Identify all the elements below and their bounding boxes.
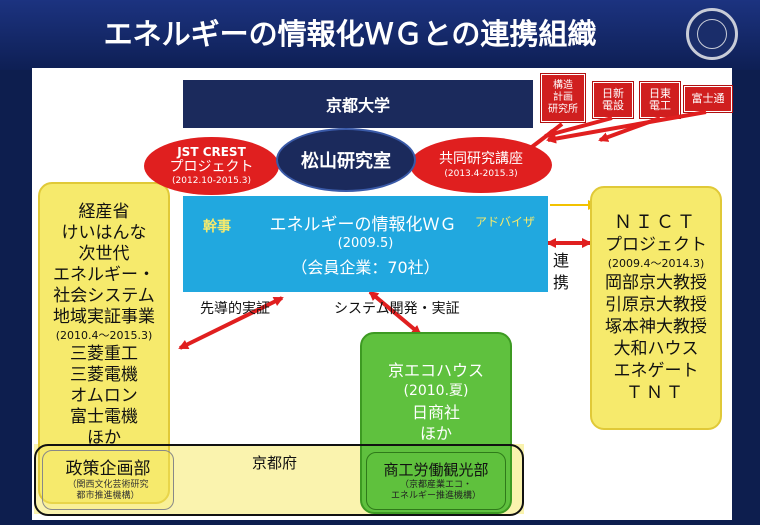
nict-member: 塚本神大教授 [605, 317, 707, 337]
partner-box-kozo: 構造 計画 研究所 [541, 74, 585, 122]
meti-period: (2010.4～2015.3) [55, 329, 153, 342]
kyoeco-line: 京エコハウス [387, 361, 484, 380]
wg-secretary-label: 幹事 [203, 219, 231, 235]
nict-line: ＮＩＣＴ [614, 212, 698, 233]
meti-line: 地域実証事業 [53, 307, 155, 327]
commerce-dept-box: 商工労働観光部 （京都産業エコ・ エネルギー推進機構） [366, 452, 506, 510]
meti-line: 次世代 [78, 244, 130, 264]
prefecture-label: 京都府 [252, 454, 298, 472]
policy-sub: （関西文化芸術研究 都市推進機構） [67, 480, 149, 501]
wg-date: (2009.5) [337, 236, 394, 251]
meti-company: ほか [87, 428, 121, 448]
kyoto-university-label: 京都大学 [325, 96, 390, 115]
arrow-nissin-to-joint [543, 116, 613, 139]
energy-wg-box: 幹事 エネルギーの情報化ＷＧ アドバイザ (2009.5) （会員企業：70社） [183, 196, 548, 292]
wg-advisor-label: アドバイザ [475, 215, 536, 229]
partner-label: 富士通 [691, 92, 725, 105]
meti-line: 経産省 [78, 202, 130, 222]
nict-line: プロジェクト [605, 235, 707, 255]
nict-member: 引原京大教授 [605, 295, 707, 315]
meti-line: 社会システム [53, 286, 155, 306]
arrow-fujitsu-to-joint [546, 110, 707, 144]
meti-line: エネルギー・ [53, 265, 155, 285]
kyoto-prefecture-box [34, 444, 524, 516]
matsuyama-lab-ellipse: 松山研究室 [276, 128, 416, 192]
pilot-demo-label: 先導的実証 [200, 301, 270, 317]
wg-name: エネルギーの情報化ＷＧ [269, 215, 457, 235]
meti-company: 富士電機 [70, 407, 138, 427]
meti-company: オムロン [70, 386, 138, 406]
lab-label: 松山研究室 [301, 151, 391, 172]
jst-line2: プロジェクト [169, 159, 254, 175]
kyoto-university-box: 京都大学 [183, 80, 533, 128]
meti-line: けいはんな [61, 223, 147, 243]
partner-label: 日東 電工 [649, 87, 671, 112]
title-bar [0, 0, 760, 70]
page-title: エネルギーの情報化ＷＧとの連携組織 [103, 17, 597, 51]
arrow-wg-kyoeco [368, 290, 422, 336]
partner-label: 日新 電設 [602, 87, 624, 112]
kyoeco-line: 日商社 [411, 403, 460, 422]
nict-member: エネゲート [613, 361, 699, 381]
joint-period: (2013.4-2015.3) [444, 169, 518, 179]
partner-box-nissin: 日新 電設 [593, 82, 633, 118]
commerce-sub: （京都産業エコ・ エネルギー推進機構） [390, 480, 481, 501]
kyoeco-line: (2010.夏) [403, 383, 469, 399]
university-seal-icon [686, 8, 738, 60]
seal-inner-ring [697, 19, 727, 49]
arrow-wg-meti [178, 296, 284, 350]
policy-planning-box: 政策企画部 （関西文化芸術研究 都市推進機構） [42, 450, 174, 510]
nict-project-box: ＮＩＣＴ プロジェクト (2009.4～2014.3) 岡部京大教授 引原京大教… [590, 186, 722, 430]
cooperation-label: 連 携 [553, 251, 570, 292]
jst-crest-ellipse: JST CREST プロジェクト (2012.10-2015.3) [144, 137, 279, 195]
system-dev-label: システム開発・実証 [334, 301, 460, 317]
nict-member: ＴＮＴ [626, 383, 686, 403]
meti-company: 三菱電機 [70, 365, 138, 385]
commerce-name: 商工労働観光部 [383, 461, 489, 479]
jst-line1: JST CREST [177, 145, 246, 159]
wg-members: （会員企業：70社） [291, 258, 440, 277]
kyoeco-line: ほか [419, 424, 452, 443]
joint-research-ellipse: 共同研究講座 (2013.4-2015.3) [410, 137, 552, 193]
nict-member: 大和ハウス [613, 339, 699, 359]
policy-name: 政策企画部 [65, 459, 151, 479]
partner-box-fujitsu: 富士通 [684, 86, 732, 112]
partner-label: 構造 計画 研究所 [548, 80, 578, 115]
nict-period: (2009.4～2014.3) [607, 257, 705, 270]
jst-period: (2012.10-2015.3) [172, 176, 251, 186]
nict-member: 岡部京大教授 [605, 273, 707, 293]
joint-line1: 共同研究講座 [439, 151, 523, 167]
meti-company: 三菱重工 [70, 344, 138, 364]
partner-box-nitto: 日東 電工 [640, 82, 680, 118]
